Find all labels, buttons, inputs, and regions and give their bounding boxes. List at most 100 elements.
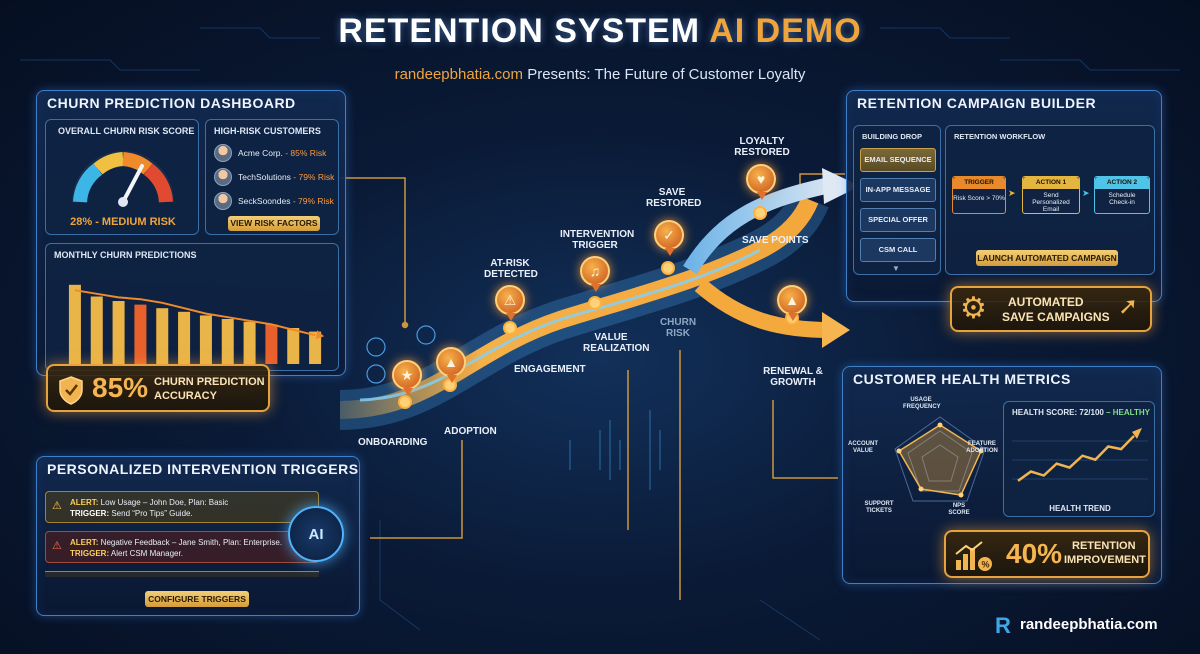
stage-churn-line1: CHURN <box>659 317 697 328</box>
churn-bar <box>265 324 278 364</box>
drop-item-email[interactable]: EMAIL SEQUENCE <box>860 148 936 172</box>
trigger-text: Send “Pro Tips” Guide. <box>109 509 193 518</box>
avatar <box>214 144 232 162</box>
launch-campaign-button[interactable]: LAUNCH AUTOMATED CAMPAIGN <box>976 250 1118 266</box>
trigger-label: TRIGGER: <box>70 509 110 518</box>
workflow-node-body: Send Personalized Email <box>1032 192 1070 213</box>
heart-pin-icon[interactable]: ♥ <box>746 164 776 200</box>
growth-pin-icon[interactable]: ▲ <box>777 285 807 321</box>
drop-item-csm-call[interactable]: CSM CALL <box>860 238 936 262</box>
ai-chip-icon: AI <box>288 506 344 562</box>
adoption-pin-icon[interactable]: ▲ <box>436 347 466 383</box>
health-radar-chart <box>894 416 986 502</box>
trend-arrow <box>316 330 325 340</box>
drop-item-in-app[interactable]: IN-APP MESSAGE <box>860 178 936 202</box>
pin-label-at-risk-line1: AT-RISK <box>490 258 530 269</box>
stage-value-line2: REALIZATION <box>583 343 650 354</box>
churn-dashboard-title: CHURN PREDICTION DASHBOARD <box>47 95 296 111</box>
growth-chart-icon: % <box>955 541 992 571</box>
accuracy-badge: 85% CHURN PREDICTION ACCURACY <box>46 364 270 412</box>
churn-bar <box>156 308 169 364</box>
risk-score-card: OVERALL CHURN RISK SCORE 28% - MEDIUM RI… <box>45 119 199 235</box>
radar-label-account: ACCOUNT VALUE <box>848 441 878 454</box>
radar-label-usage: USAGE FREQUENCY <box>903 397 941 410</box>
customer-name: TechSolutions <box>238 172 291 182</box>
renewal-branch <box>694 278 831 338</box>
journey-node <box>661 261 675 275</box>
churn-dashboard-panel: CHURN PREDICTION DASHBOARD OVERALL CHURN… <box>36 90 346 376</box>
alert-label: ALERT: <box>70 498 99 507</box>
pin-label-save-line1: SAVE <box>658 187 686 198</box>
stage-adoption: ADOPTION <box>444 426 497 437</box>
journey-node <box>398 395 412 409</box>
warning-pin-icon[interactable]: ⚠ <box>495 285 525 321</box>
high-risk-customer[interactable]: Acme Corp. - 85% Risk <box>212 142 332 164</box>
risk-score-title: OVERALL CHURN RISK SCORE <box>58 126 195 136</box>
stage-renewal-line2: GROWTH <box>770 377 816 388</box>
high-risk-customer[interactable]: SeckSoondes - 79% Risk <box>212 190 334 212</box>
pin-label-at-risk-line2: DETECTED <box>484 269 538 280</box>
workflow-node-header: ACTION 1 <box>1023 177 1079 189</box>
health-metrics-title: CUSTOMER HEALTH METRICS <box>853 371 1071 387</box>
alert-item[interactable]: ⚠ ALERT: Low Usage – John Doe, Plan: Bas… <box>45 491 319 523</box>
bell-pin-icon[interactable]: ♫ <box>580 256 610 292</box>
stage-engagement: ENGAGEMENT <box>514 364 586 375</box>
stage-churn-risk: CHURN RISK <box>656 317 700 339</box>
workflow-trigger-node[interactable]: TRIGGER Risk Score > 70% <box>952 176 1006 214</box>
save-points-branch <box>683 177 832 275</box>
churn-bar <box>309 331 322 364</box>
alert-text: Negative Feedback – Jane Smith, Plan: En… <box>98 538 283 547</box>
pin-label-loyalty-restored: LOYALTY RESTORED <box>734 136 790 158</box>
journey-icon-ring <box>366 337 386 357</box>
workflow-action2-node[interactable]: ACTION 2 Schedule Check-in <box>1094 176 1150 214</box>
monthly-predictions-title: MONTHLY CHURN PREDICTIONS <box>54 250 197 260</box>
onboarding-pin-icon[interactable]: ★ <box>392 360 422 396</box>
page-title: RETENTION SYSTEM AI DEMO <box>0 12 1200 51</box>
subtitle-site: randeepbhatia.com <box>394 66 524 83</box>
workflow-node-body: Risk Score > 70% <box>953 195 1005 202</box>
stage-renewal-line1: RENEWAL & <box>763 366 823 377</box>
building-drop-card: BUILDING DROP EMAIL SEQUENCE IN-APP MESS… <box>853 125 941 275</box>
alert-item[interactable]: ⚠ ALERT: Negative Feedback – Jane Smith,… <box>45 531 319 563</box>
improvement-label-1: RETENTION <box>1072 540 1136 552</box>
chevron-down-icon[interactable]: ▼ <box>892 264 900 273</box>
workflow-action1-node[interactable]: ACTION 1 Send Personalized Email <box>1022 176 1080 214</box>
high-risk-customer[interactable]: TechSolutions - 79% Risk <box>212 166 334 188</box>
churn-bar <box>112 301 125 364</box>
pin-label-loyalty-line1: LOYALTY <box>739 136 785 147</box>
radar-label-feature: FEATURE ADOPTION <box>966 441 998 454</box>
subtitle-text: Presents: The Future of Customer Loyalty <box>523 66 806 83</box>
monthly-churn-chart <box>68 284 325 364</box>
stage-onboarding: ONBOARDING <box>358 437 428 448</box>
shield-pin-icon[interactable]: ✓ <box>654 220 684 256</box>
avatar <box>214 192 232 210</box>
alert-item-partial <box>45 571 319 577</box>
page-title-main: RETENTION SYSTEM <box>338 12 710 50</box>
arrow-right-icon: ➤ <box>1008 188 1016 198</box>
campaign-builder-title: RETENTION CAMPAIGN BUILDER <box>857 95 1097 111</box>
automated-label-2: SAVE CAMPAIGNS <box>1002 310 1110 324</box>
trigger-label: TRIGGER: <box>70 549 110 558</box>
drop-item-offer[interactable]: SPECIAL OFFER <box>860 208 936 232</box>
health-score-status: – HEALTHY <box>1103 408 1150 417</box>
shield-check-icon <box>59 376 83 405</box>
churn-trend-line <box>74 289 316 337</box>
warning-icon: ⚠ <box>52 500 62 512</box>
avatar <box>214 168 232 186</box>
gear-icon: ⚙ <box>960 292 987 325</box>
save-points-arrow <box>822 168 860 204</box>
view-risk-factors-button[interactable]: VIEW RISK FACTORS <box>228 216 320 231</box>
alert-text: Low Usage – John Doe, Plan: Basic <box>98 498 229 507</box>
journey-node <box>588 296 602 310</box>
page-title-accent: AI DEMO <box>709 12 862 50</box>
pin-label-save-restored: SAVE RESTORED <box>646 187 701 209</box>
monthly-predictions-card: MONTHLY CHURN PREDICTIONS <box>45 243 339 371</box>
radar-values <box>897 424 982 496</box>
pin-label-intervention-line2: TRIGGER <box>572 240 618 251</box>
churn-bar <box>134 304 147 364</box>
footer-brand[interactable]: randeepbhatia.com <box>1020 616 1158 633</box>
pin-label-loyalty-line2: RESTORED <box>734 147 790 158</box>
churn-bar <box>287 328 300 364</box>
building-drop-title: BUILDING DROP <box>862 132 922 141</box>
configure-triggers-button[interactable]: CONFIGURE TRIGGERS <box>145 591 249 607</box>
